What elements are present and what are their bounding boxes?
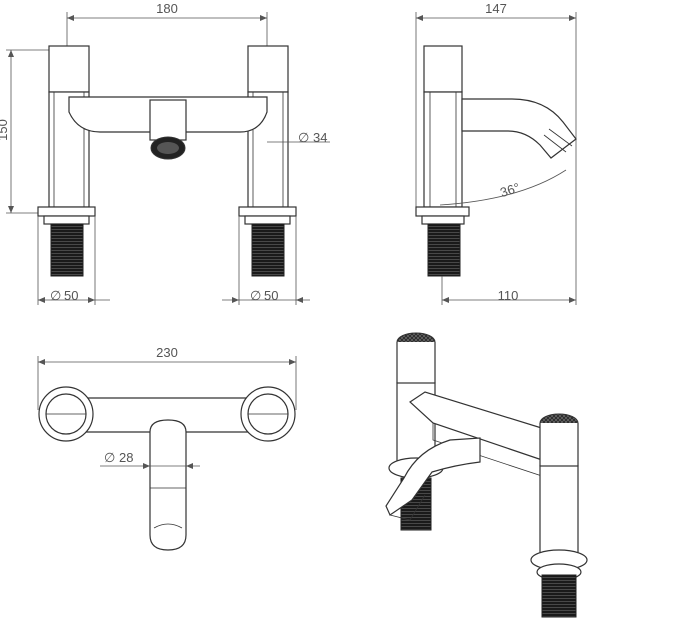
front-height-label: 150 <box>0 119 10 141</box>
spout-dia-symbol: ∅ <box>298 130 309 145</box>
top-view: 230 ∅ 28 <box>37 345 297 551</box>
top-width-label: 230 <box>156 345 178 360</box>
base-dia-left-symbol: ∅ <box>50 288 61 303</box>
base-dia-right-label: 50 <box>264 288 278 303</box>
spout-reach-dimension: 110 <box>441 276 576 305</box>
spout-angle-label: 36° <box>498 180 521 200</box>
base-dia-left-label: 50 <box>64 288 78 303</box>
spout-dia-label: 34 <box>313 130 327 145</box>
spout-reach-label: 110 <box>498 288 519 303</box>
spout-diameter-dimension: ∅ 34 <box>267 130 330 145</box>
base-dia-left-dimension: ∅ 50 <box>37 216 110 305</box>
top-spout-dia-label: 28 <box>119 450 133 465</box>
front-view: 180 150 ∅ <box>0 1 330 305</box>
side-width-dimension: 147 <box>415 1 577 305</box>
side-handle-knurl <box>423 45 463 93</box>
side-width-label: 147 <box>485 1 507 16</box>
front-height-dimension: 150 <box>0 49 50 214</box>
front-width-label: 180 <box>156 1 178 16</box>
left-thread <box>50 223 84 277</box>
front-width-dimension: 180 <box>66 1 268 50</box>
right-handle-knurl <box>247 45 289 93</box>
spout-angle-dimension: 36° <box>439 169 567 206</box>
base-dia-right-symbol: ∅ <box>250 288 261 303</box>
side-thread <box>427 223 461 277</box>
top-width-dimension: 230 <box>37 345 297 410</box>
top-spout-diameter-dimension: ∅ 28 <box>100 450 200 469</box>
right-thread <box>251 223 285 277</box>
top-spout-dia-symbol: ∅ <box>104 450 115 465</box>
base-dia-right-dimension: ∅ 50 <box>222 216 310 305</box>
side-view: 147 36° 110 <box>415 1 577 305</box>
isometric-view <box>385 332 588 618</box>
left-handle-knurl <box>48 45 90 93</box>
